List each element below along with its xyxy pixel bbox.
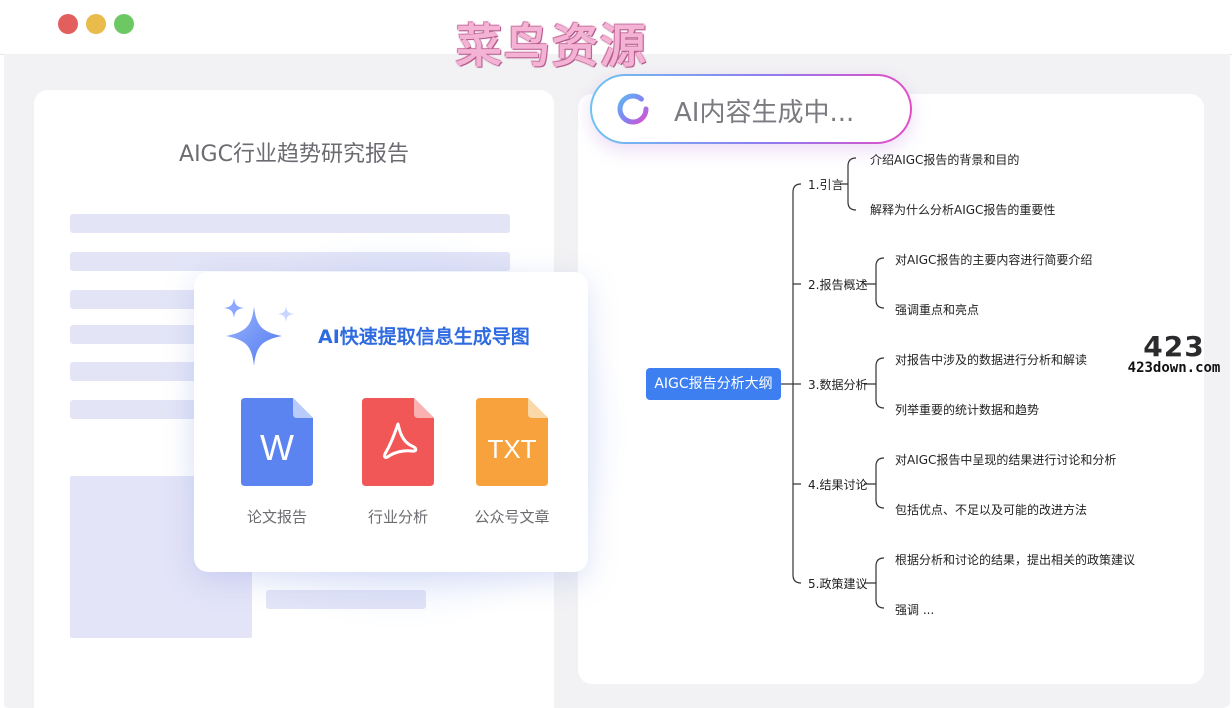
mindmap-root-node[interactable]: AIGC报告分析大纲 <box>646 368 781 400</box>
mindmap-leaf-node[interactable]: 列举重要的统计数据和趋势 <box>895 403 1040 417</box>
document-text-line <box>70 400 200 419</box>
document-text-line <box>70 290 200 309</box>
maximize-window-button[interactable] <box>114 14 134 34</box>
ai-status-text: AI内容生成中... <box>674 98 855 128</box>
mindmap-branch-node[interactable]: 2.报告概述 <box>808 278 868 292</box>
mindmap-branch-node[interactable]: 1.引言 <box>808 178 844 192</box>
sparkle-icon <box>224 298 294 366</box>
word-file-icon[interactable]: W <box>241 398 313 486</box>
mindmap-leaf-node[interactable]: 介绍AIGC报告的背景和目的 <box>870 153 1020 167</box>
document-text-line <box>70 214 510 233</box>
txt-file-icon[interactable]: TXT <box>476 398 548 486</box>
extract-card: AI快速提取信息生成导图 W 论文报告 行业分析 TXT 公众号文章 <box>194 272 588 572</box>
mindmap-leaf-node[interactable]: 根据分析和讨论的结果，提出相关的政策建议 <box>895 553 1136 567</box>
mindmap-leaf-node[interactable]: 包括优点、不足以及可能的改进方法 <box>895 503 1088 517</box>
svg-text:TXT: TXT <box>487 434 536 464</box>
pdf-file-icon[interactable] <box>362 398 434 486</box>
mindmap-leaf-node[interactable]: 强调 ... <box>895 603 935 617</box>
document-text-line <box>70 325 200 344</box>
file-type-label: 论文报告 <box>246 508 307 526</box>
file-type-label: 公众号文章 <box>474 508 550 526</box>
site-watermark-number: 423 <box>1143 330 1205 363</box>
ai-generating-status: AI内容生成中... <box>590 74 912 144</box>
mindmap-branch-node[interactable]: 3.数据分析 <box>808 378 868 392</box>
watermark-title: 菜鸟资源 <box>456 19 648 73</box>
site-watermark-url: 423down.com <box>1127 360 1221 376</box>
close-window-button[interactable] <box>58 14 78 34</box>
mindmap-branch-node[interactable]: 4.结果讨论 <box>808 478 868 492</box>
document-text-line <box>70 252 510 271</box>
site-watermark: 423 423down.com <box>1124 330 1224 377</box>
file-type-label: 行业分析 <box>367 508 428 526</box>
mindmap-branch-node[interactable]: 5.政策建议 <box>808 577 868 591</box>
mindmap-leaf-node[interactable]: 对AIGC报告的主要内容进行简要介绍 <box>895 253 1093 267</box>
mindmap-leaf-node[interactable]: 强调重点和亮点 <box>895 303 980 317</box>
mindmap-leaf-node[interactable]: 解释为什么分析AIGC报告的重要性 <box>870 203 1056 217</box>
mindmap-leaf-node[interactable]: 对AIGC报告中呈现的结果进行讨论和分析 <box>895 453 1117 467</box>
mindmap-leaf-node[interactable]: 对报告中涉及的数据进行分析和解读 <box>895 353 1088 367</box>
document-title: AIGC行业趋势研究报告 <box>179 142 409 167</box>
extract-card-title: AI快速提取信息生成导图 <box>318 326 530 348</box>
document-text-line <box>70 362 200 381</box>
document-text-line <box>266 590 426 609</box>
loading-ring-icon <box>617 93 649 125</box>
minimize-window-button[interactable] <box>86 14 106 34</box>
svg-text:W: W <box>260 427 294 468</box>
